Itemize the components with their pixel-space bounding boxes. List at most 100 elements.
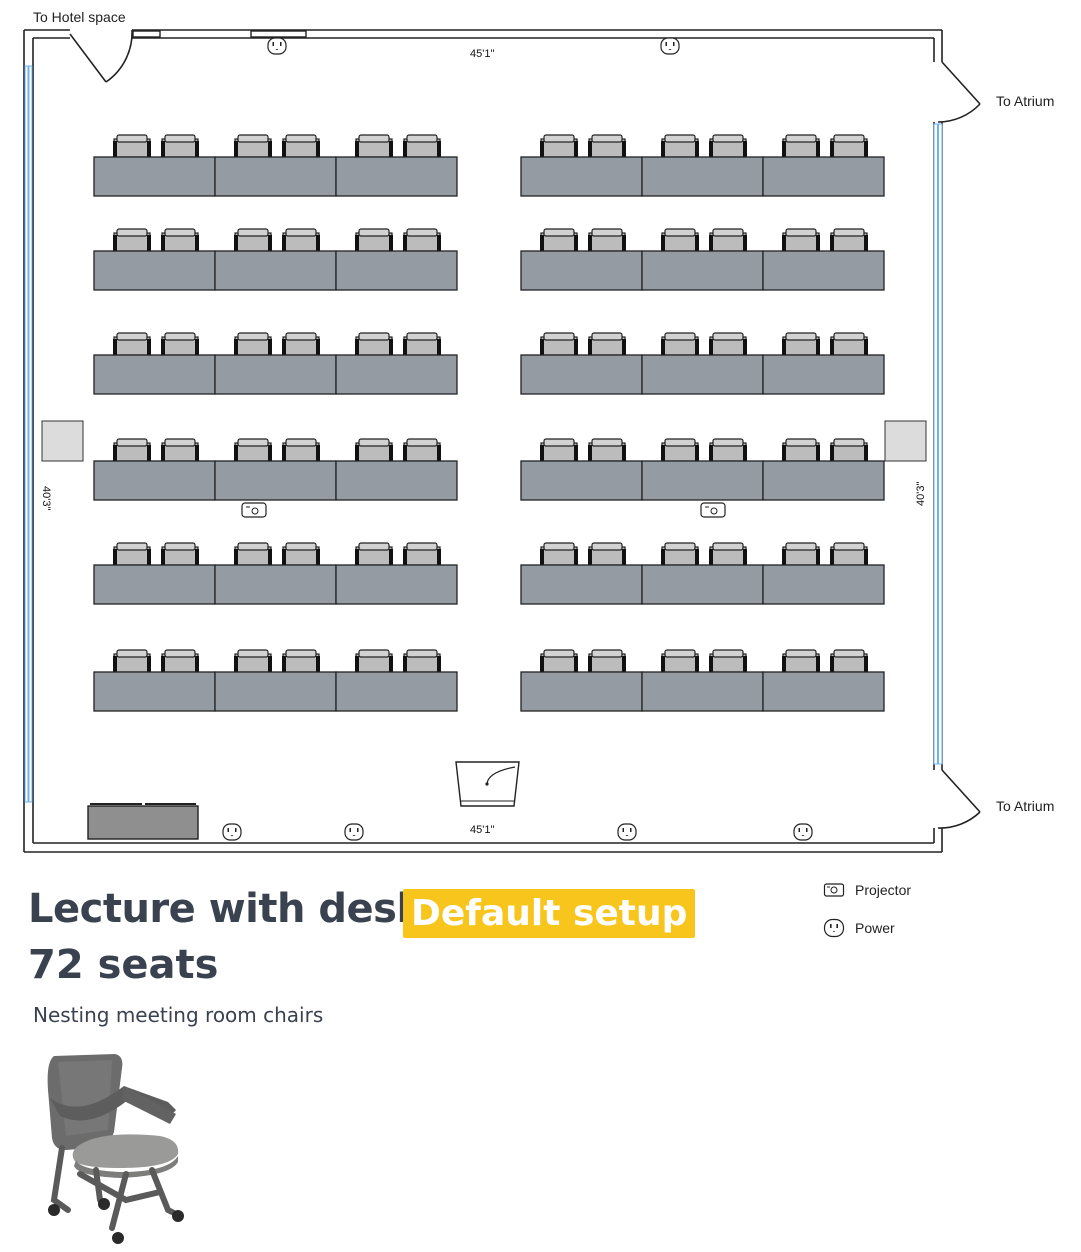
chair	[355, 134, 393, 158]
desk	[214, 156, 337, 197]
chair	[709, 228, 747, 252]
power-outlet-icon	[222, 823, 242, 841]
chair	[661, 228, 699, 252]
desk	[641, 671, 764, 712]
chair	[113, 542, 151, 566]
desk	[520, 564, 643, 605]
chair	[161, 134, 199, 158]
chair	[540, 438, 578, 462]
desk	[335, 460, 458, 501]
power-outlet-icon	[617, 823, 637, 841]
chair	[403, 134, 441, 158]
power-outlet-icon	[823, 918, 845, 938]
chair	[403, 228, 441, 252]
desk	[93, 250, 216, 291]
desk	[520, 671, 643, 712]
desk	[335, 156, 458, 197]
desk	[214, 460, 337, 501]
wall-fixtures	[132, 30, 307, 38]
desk	[214, 354, 337, 395]
desk	[93, 354, 216, 395]
chair	[830, 332, 868, 356]
chair	[588, 228, 626, 252]
chair	[355, 332, 393, 356]
desk	[520, 354, 643, 395]
chair	[403, 542, 441, 566]
atrium-bottom-label: To Atrium	[996, 798, 1054, 814]
desk	[641, 156, 764, 197]
desk	[641, 250, 764, 291]
chair	[661, 438, 699, 462]
chair	[355, 649, 393, 673]
chair	[782, 332, 820, 356]
chair	[282, 542, 320, 566]
chair	[588, 542, 626, 566]
chair	[234, 542, 272, 566]
door-atrium-bottom	[937, 769, 981, 829]
desk-layout	[93, 134, 885, 712]
desk	[641, 564, 764, 605]
chair	[830, 228, 868, 252]
chair	[709, 542, 747, 566]
chair	[782, 542, 820, 566]
chair	[113, 228, 151, 252]
chair	[113, 649, 151, 673]
chair	[661, 134, 699, 158]
desk	[520, 460, 643, 501]
chair	[709, 134, 747, 158]
lectern	[455, 761, 520, 807]
projector-icon	[823, 883, 845, 897]
chair	[161, 649, 199, 673]
chair	[830, 649, 868, 673]
door-hotel	[69, 29, 133, 83]
hotel-door-label: To Hotel space	[33, 9, 126, 25]
door-atrium-top	[937, 61, 981, 123]
chair	[234, 134, 272, 158]
chair	[234, 438, 272, 462]
chair	[709, 438, 747, 462]
chair	[709, 649, 747, 673]
chair	[234, 332, 272, 356]
chair	[661, 542, 699, 566]
chair	[661, 649, 699, 673]
chair	[540, 542, 578, 566]
projector-icon	[241, 502, 267, 518]
power-outlet-icon	[660, 37, 680, 55]
chair	[588, 649, 626, 673]
desk	[214, 564, 337, 605]
desk	[93, 564, 216, 605]
legend-projector-label: Projector	[855, 882, 912, 898]
chair	[782, 438, 820, 462]
chair	[161, 542, 199, 566]
dimension-bottom: 45'1"	[470, 824, 494, 836]
power-outlet-icon	[793, 823, 813, 841]
chair	[403, 438, 441, 462]
chair	[355, 438, 393, 462]
chair	[282, 438, 320, 462]
chair	[782, 228, 820, 252]
chair	[282, 332, 320, 356]
chair	[830, 542, 868, 566]
chair-type-label: Nesting meeting room chairs	[33, 1003, 324, 1027]
chair	[161, 332, 199, 356]
dimension-left: 40'3"	[40, 486, 52, 510]
column-right	[884, 420, 927, 462]
desk	[520, 250, 643, 291]
chair	[403, 649, 441, 673]
chair	[113, 438, 151, 462]
desk	[762, 564, 885, 605]
chair	[588, 332, 626, 356]
chair	[782, 649, 820, 673]
desk	[335, 250, 458, 291]
chair	[234, 649, 272, 673]
legend-projector: Projector	[823, 882, 911, 898]
chair	[588, 438, 626, 462]
floor-plan: To Hotel space To Atrium To Atrium 45'1"…	[23, 9, 1054, 853]
chair	[830, 438, 868, 462]
chair	[830, 134, 868, 158]
power-outlet-icon	[344, 823, 364, 841]
chair	[540, 134, 578, 158]
default-setup-badge: Default setup	[403, 889, 696, 938]
desk	[762, 671, 885, 712]
projectors	[241, 502, 726, 518]
